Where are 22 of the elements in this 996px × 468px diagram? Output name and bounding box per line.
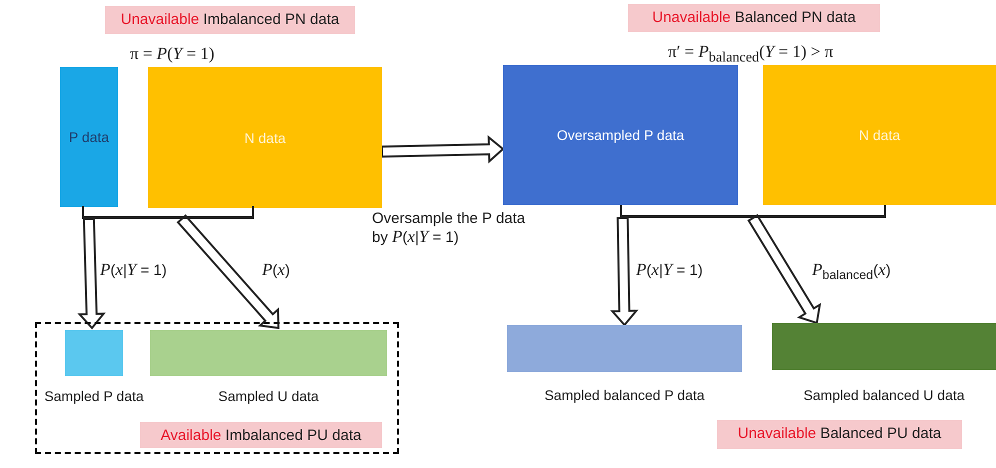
bar-caption: Sampled P data — [43, 388, 145, 404]
data-block: Oversampled P data — [503, 65, 738, 205]
bar-caption: Sampled balanced P data — [543, 387, 706, 403]
dashed-frame — [35, 322, 399, 454]
highlight-label: Unavailable Balanced PN data — [628, 4, 880, 32]
highlight-label: Available Imbalanced PU data — [140, 422, 382, 448]
data-block: N data — [148, 67, 382, 208]
highlight-label: Unavailable Imbalanced PN data — [105, 6, 355, 34]
bracket — [82, 206, 254, 219]
bar-caption: Sampled U data — [217, 388, 320, 404]
data-block: P data — [60, 67, 118, 207]
formula: π = P(Y = 1) — [130, 44, 214, 64]
block-arrow — [610, 216, 638, 327]
bracket — [620, 205, 886, 218]
block-arrow — [380, 135, 505, 164]
formula: π′ = P$_{balanced}$(Y = 1) > π — [668, 42, 834, 66]
block-arrow — [176, 214, 280, 330]
block-arrow — [747, 214, 822, 324]
bar-caption: Sampled balanced U data — [802, 387, 966, 403]
block-arrow — [77, 218, 106, 330]
highlight-label: Unavailable Balanced PU data — [717, 420, 962, 449]
data-block: N data — [763, 65, 996, 205]
